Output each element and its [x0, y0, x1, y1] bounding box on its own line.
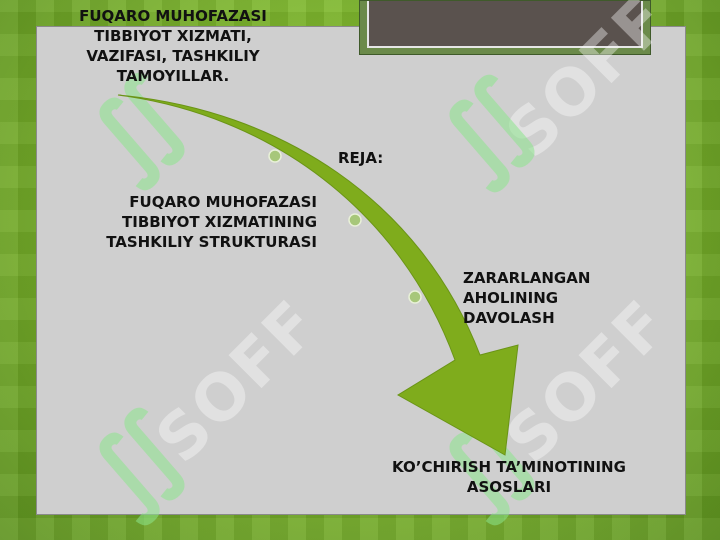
slide-title-line: TIBBIYOT XIZMATI,: [94, 27, 252, 45]
slide-title-line: FUQARO MUHOFAZASI: [79, 7, 267, 25]
plan-item-3-line: KO’CHIRISH TA’MINOTINING: [392, 458, 626, 476]
plan-label: REJA:: [338, 149, 384, 167]
curved-arrow-shape: [117, 94, 519, 456]
plan-item-3-line: ASOSLARI: [466, 478, 552, 496]
plan-item-3: KO’CHIRISH TA’MINOTINING ASOSLARI: [378, 457, 640, 497]
header-photo-frame: [359, 0, 651, 55]
plan-item-2-line: ZARARLANGAN: [463, 269, 591, 287]
plan-item-2-line: AHOLINING: [463, 289, 559, 307]
slide-title-line: VAZIFASI, TASHKILIY: [86, 47, 260, 65]
content-panel: [36, 26, 686, 515]
plan-item-2-line: DAVOLASH: [463, 309, 555, 327]
arrow-node: [348, 213, 362, 227]
plan-item-2: ZARARLANGAN AHOLINING DAVOLASH: [463, 268, 623, 328]
slide-title-line: TAMOYILLAR.: [116, 67, 230, 85]
plan-item-1-line: FUQARO MUHOFAZASI: [129, 193, 317, 211]
plan-item-1-line: TASHKILIY STRUKTURASI: [106, 233, 317, 251]
plan-item-1: FUQARO MUHOFAZASI TIBBIYOT XIZMATINING T…: [96, 192, 317, 252]
slide-title: FUQARO MUHOFAZASI TIBBIYOT XIZMATI, VAZI…: [70, 6, 276, 86]
header-photo: [367, 1, 643, 48]
plan-item-1-line: TIBBIYOT XIZMATINING: [122, 213, 317, 231]
arrow-node: [268, 149, 282, 163]
arrow-node: [408, 290, 422, 304]
